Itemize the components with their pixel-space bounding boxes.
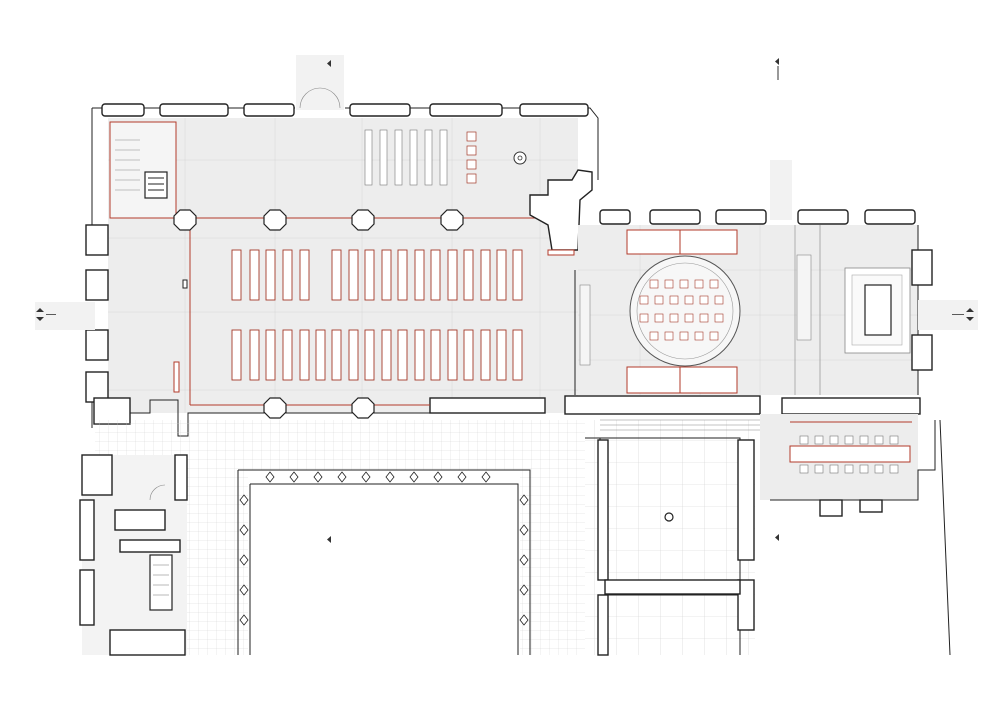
east-wall-piers bbox=[911, 249, 933, 371]
southwest-wing bbox=[79, 454, 188, 656]
columns bbox=[173, 209, 464, 419]
double-arrow-icon bbox=[36, 308, 974, 321]
main-hall bbox=[35, 55, 599, 437]
cloister-diamonds bbox=[239, 471, 529, 626]
southeast-rooms bbox=[585, 419, 760, 656]
benches-lower bbox=[231, 329, 523, 381]
meeting-room bbox=[760, 414, 951, 656]
gear-symbol-icon bbox=[513, 151, 527, 165]
center-marker-icon bbox=[664, 512, 674, 522]
southwest-wall-blocks bbox=[79, 454, 188, 656]
window-niches-top bbox=[101, 103, 589, 117]
window-niches-east bbox=[599, 209, 916, 225]
chairs-upper-area bbox=[364, 129, 477, 186]
round-table bbox=[629, 255, 741, 367]
staircase-northwest bbox=[109, 121, 177, 219]
staircase-southwest bbox=[149, 484, 173, 611]
left-wall-piers bbox=[85, 224, 131, 425]
benches-upper bbox=[231, 249, 523, 301]
section-cut-arrow-icon bbox=[327, 58, 779, 543]
altar-platform bbox=[844, 267, 911, 354]
east-chapel bbox=[564, 160, 978, 415]
